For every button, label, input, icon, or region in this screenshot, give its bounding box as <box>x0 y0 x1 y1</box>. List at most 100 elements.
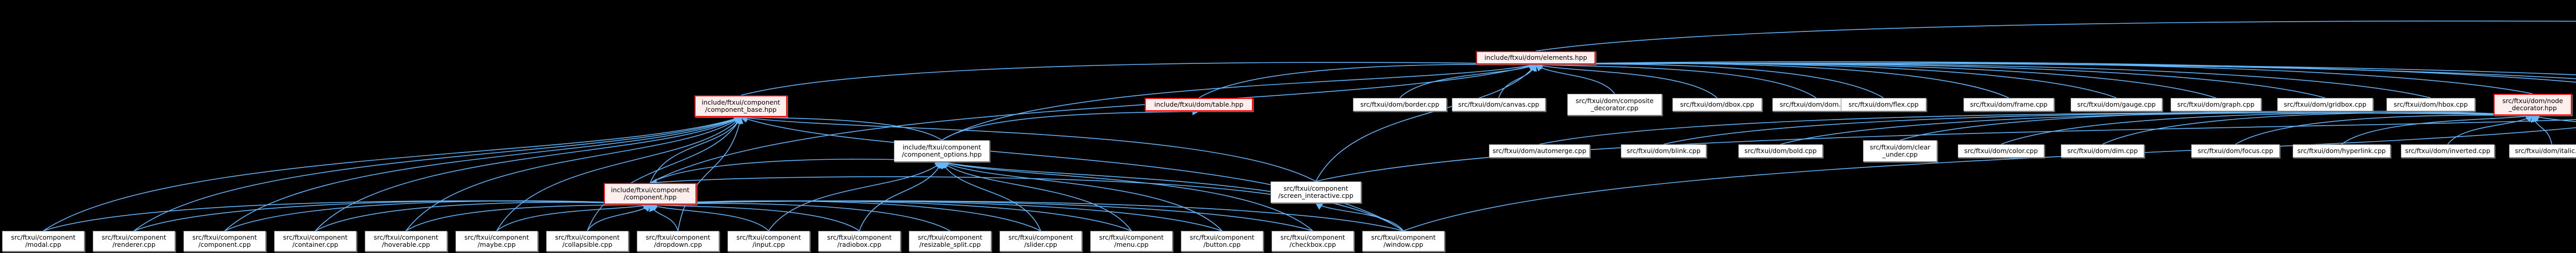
graph-edge <box>2532 114 2576 122</box>
graph-node-label: src/ftxui/dom/bold.cpp <box>1744 147 1817 155</box>
graph-edge <box>941 159 1404 231</box>
graph-edge <box>649 200 951 231</box>
graph-edge <box>649 176 1316 204</box>
graph-edge <box>315 116 742 231</box>
graph-node-table_hpp[interactable]: include/ftxui/dom/table.hpp <box>1145 98 1253 111</box>
graph-node-inverted_cpp[interactable]: src/ftxui/dom/inverted.cpp <box>2401 144 2495 158</box>
graph-node-label: src/ftxui/component /dropdown.cpp <box>646 233 710 248</box>
graph-node-input_cpp[interactable]: src/ftxui/component /input.cpp <box>727 231 810 251</box>
graph-edge <box>649 200 1132 231</box>
graph-node-blink_cpp[interactable]: src/ftxui/dom/blink.cpp <box>1621 144 1706 158</box>
graph-node-label: src/ftxui/component /checkbox.cpp <box>1280 233 1345 248</box>
graph-node-elements_hpp[interactable]: include/ftxui/dom/elements.hpp <box>1476 51 1596 64</box>
graph-node-label: src/ftxui/dom/canvas.cpp <box>1458 100 1539 108</box>
graph-edge <box>405 201 651 231</box>
graph-edge <box>1315 63 1536 182</box>
graph-node-button_cpp[interactable]: src/ftxui/component /button.cpp <box>1181 231 1263 251</box>
graph-node-automerge_cpp[interactable]: src/ftxui/dom/automerge.cpp <box>1489 144 1590 158</box>
graph-node-canvas_cpp[interactable]: src/ftxui/dom/canvas.cpp <box>1452 98 1546 111</box>
graph-node-frame_cpp[interactable]: src/ftxui/dom/frame.cpp <box>1963 98 2054 111</box>
graph-node-component_hpp[interactable]: include/ftxui/component /component.hpp <box>604 183 697 205</box>
graph-node-slider_cpp[interactable]: src/ftxui/component /slider.cpp <box>999 231 1082 251</box>
graph-edge <box>1535 63 1615 94</box>
graph-edge <box>133 115 742 231</box>
graph-node-label: src/ftxui/component /component.cpp <box>192 233 257 248</box>
graph-node-modal_cpp[interactable]: src/ftxui/component /modal.cpp <box>2 231 84 251</box>
graph-node-label: src/ftxui/dom/clear _under.cpp <box>1870 143 1930 158</box>
graph-edge <box>649 201 860 231</box>
graph-node-label: src/ftxui/dom/graph.cpp <box>2177 100 2255 108</box>
graph-edge <box>740 114 1316 182</box>
graph-node-label: src/ftxui/component /input.cpp <box>736 233 801 248</box>
graph-node-component_base_hpp[interactable]: include/ftxui/component /component_base.… <box>694 95 787 117</box>
graph-node-hyperlink_cpp[interactable]: src/ftxui/dom/hyperlink.cpp <box>2293 144 2391 158</box>
graph-node-label: src/ftxui/dom/gauge.cpp <box>2077 100 2156 108</box>
graph-node-italic_cpp[interactable]: src/ftxui/dom/italic.cpp <box>2509 144 2576 158</box>
graph-node-graph_cpp[interactable]: src/ftxui/dom/graph.cpp <box>2171 98 2261 111</box>
graph-edge <box>1535 61 1817 98</box>
graph-node-label: src/ftxui/component /screen_interactive.… <box>1278 184 1353 199</box>
graph-node-node_decorator_hpp[interactable]: src/ftxui/dom/node _decorator.hpp <box>2494 94 2572 115</box>
graph-node-resizable_split_cpp[interactable]: src/ftxui/component /resizable_split.cpp <box>909 231 991 251</box>
graph-edge <box>2102 111 2534 145</box>
graph-edge <box>496 202 651 231</box>
graph-edge <box>1535 60 2576 75</box>
graph-node-label: include/ftxui/dom/elements.hpp <box>1484 54 1587 61</box>
graph-node-label: include/ftxui/component /component_optio… <box>902 143 982 158</box>
graph-node-label: src/ftxui/component /resizable_split.cpp <box>918 233 982 248</box>
graph-edge <box>587 204 651 231</box>
graph-node-label: include/ftxui/component /component.hpp <box>611 186 690 201</box>
graph-edge <box>496 116 742 231</box>
graph-edge <box>941 160 1313 231</box>
graph-edge <box>1315 119 2576 182</box>
graph-node-checkbox_cpp[interactable]: src/ftxui/component /checkbox.cpp <box>1272 231 1354 251</box>
graph-node-label: src/ftxui/component /container.cpp <box>283 233 348 248</box>
graph-node-dim_cpp[interactable]: src/ftxui/dom/dim.cpp <box>2061 144 2144 158</box>
graph-node-container_cpp[interactable]: src/ftxui/component /container.cpp <box>274 231 357 251</box>
graph-node-label: src/ftxui/dom/composite _decorator.cpp <box>1575 97 1654 112</box>
graph-edge <box>649 200 1041 231</box>
graph-node-clear_under_cpp[interactable]: src/ftxui/dom/clear _under.cpp <box>1863 140 1937 162</box>
graph-node-flex_cpp[interactable]: src/ftxui/dom/flex.cpp <box>1841 98 1926 111</box>
graph-node-label: src/ftxui/dom/blink.cpp <box>1626 147 1701 155</box>
graph-node-dbox_cpp[interactable]: src/ftxui/dom/dbox.cpp <box>1672 98 1762 111</box>
graph-edge <box>740 113 942 141</box>
graph-node-label: src/ftxui/dom/color.cpp <box>1964 147 2038 155</box>
graph-node-gridbox_cpp[interactable]: src/ftxui/dom/gridbox.cpp <box>2277 98 2373 111</box>
graph-node-component_options_hpp[interactable]: include/ftxui/component /component_optio… <box>894 140 990 162</box>
graph-edge <box>650 116 741 183</box>
graph-node-label: src/ftxui/component /menu.cpp <box>1099 233 1164 248</box>
graph-node-bold_cpp[interactable]: src/ftxui/dom/bold.cpp <box>1738 144 1823 158</box>
graph-edge <box>941 161 1041 231</box>
graph-node-composite_decorator_cpp[interactable]: src/ftxui/dom/composite _decorator.cpp <box>1567 94 1662 115</box>
graph-node-gauge_cpp[interactable]: src/ftxui/dom/gauge.cpp <box>2071 98 2162 111</box>
graph-node-border_cpp[interactable]: src/ftxui/dom/border.cpp <box>1353 98 1447 111</box>
graph-edge <box>649 203 769 231</box>
graph-node-component_cpp[interactable]: src/ftxui/component /component.cpp <box>183 231 266 251</box>
graph-node-maybe_cpp[interactable]: src/ftxui/component /maybe.cpp <box>455 231 538 251</box>
graph-node-label: src/ftxui/component /collapsible.cpp <box>555 233 620 248</box>
graph-node-window_cpp[interactable]: src/ftxui/component /window.cpp <box>1362 231 1445 251</box>
graph-node-hbox_cpp[interactable]: src/ftxui/dom/hbox.cpp <box>2386 98 2475 111</box>
graph-edge <box>133 200 651 231</box>
graph-node-screen_interactive_cpp[interactable]: src/ftxui/component /screen_interactive.… <box>1270 181 1361 203</box>
graph-node-label: src/ftxui/component /modal.cpp <box>11 233 76 248</box>
graph-node-dropdown_cpp[interactable]: src/ftxui/component /dropdown.cpp <box>637 231 719 251</box>
graph-node-radiobox_cpp[interactable]: src/ftxui/component /radiobox.cpp <box>818 231 901 251</box>
graph-node-menu_cpp[interactable]: src/ftxui/component /menu.cpp <box>1090 231 1173 251</box>
graph-node-focus_cpp[interactable]: src/ftxui/dom/focus.cpp <box>2191 144 2280 158</box>
graph-node-label: src/ftxui/component /hoverable.cpp <box>374 233 438 248</box>
graph-node-hoverable_cpp[interactable]: src/ftxui/component /hoverable.cpp <box>365 231 447 251</box>
graph-edge <box>649 204 679 231</box>
graph-edge <box>650 157 943 183</box>
graph-node-renderer_cpp[interactable]: src/ftxui/component /renderer.cpp <box>93 231 175 251</box>
graph-edge <box>941 161 1132 231</box>
graph-edge <box>587 116 741 231</box>
graph-node-color_cpp[interactable]: src/ftxui/dom/color.cpp <box>1958 144 2044 158</box>
graph-node-label: src/ftxui/dom/italic.cpp <box>2515 147 2576 155</box>
graph-node-label: include/ftxui/component /component_base.… <box>701 98 781 113</box>
graph-node-collapsible_cpp[interactable]: src/ftxui/component /collapsible.cpp <box>546 231 629 251</box>
graph-edge <box>1535 60 2576 83</box>
